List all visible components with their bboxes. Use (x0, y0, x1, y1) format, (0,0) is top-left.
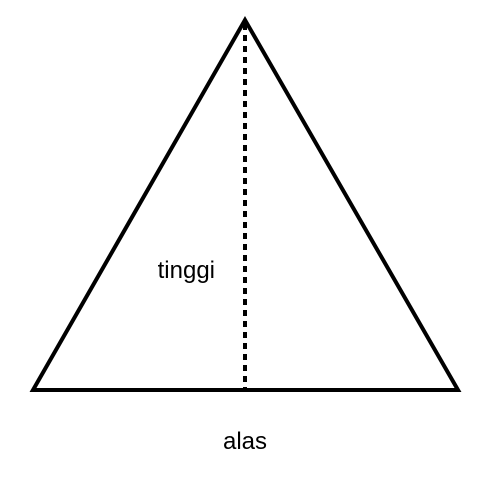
triangle-outline (29, 15, 462, 392)
height-label: tinggi (158, 257, 215, 284)
base-label: alas (223, 428, 267, 455)
